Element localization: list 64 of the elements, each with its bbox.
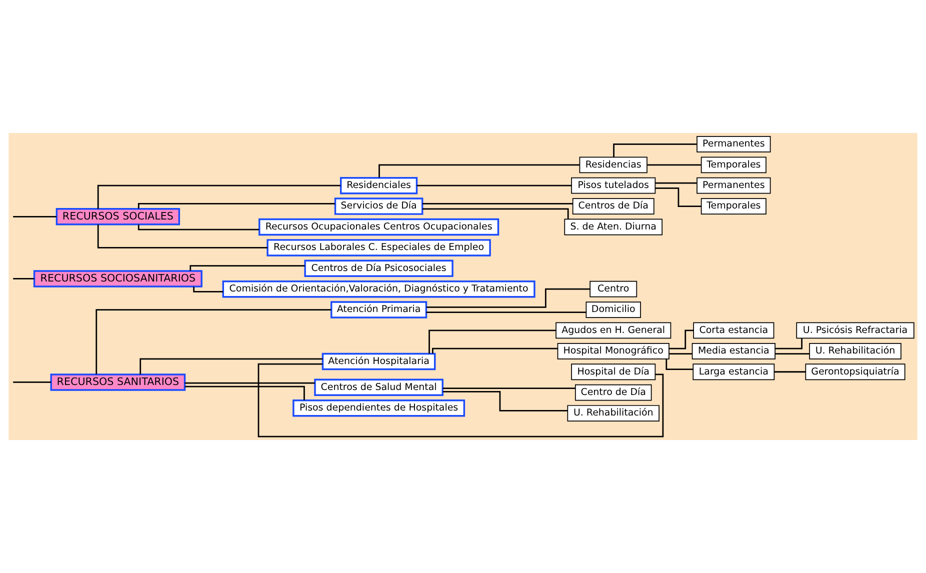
node-box: RECURSOS SANITARIOS xyxy=(50,374,186,391)
connector xyxy=(96,309,332,374)
connector xyxy=(428,330,556,354)
connector xyxy=(655,188,702,207)
node-box: Centros de Día Psicosociales xyxy=(304,260,454,278)
connector xyxy=(442,391,568,412)
connector xyxy=(416,184,572,186)
node-box: Centros de Día xyxy=(572,198,654,214)
node-box: Domicilio xyxy=(586,302,641,318)
connector xyxy=(666,358,693,370)
connector xyxy=(97,224,268,248)
connector xyxy=(184,382,315,384)
node-box: Media estancia xyxy=(692,342,776,360)
connector xyxy=(138,224,260,230)
connector xyxy=(775,353,810,354)
node-box: Permanentes xyxy=(696,136,771,152)
node-box: Larga estancia xyxy=(692,364,775,380)
node-box: Pisos dependientes de Hospitales xyxy=(292,399,466,417)
node-box: U. Rehabilitación xyxy=(809,342,902,360)
connector xyxy=(13,216,57,218)
connector xyxy=(184,386,305,400)
node-box: Servicios de Día xyxy=(334,198,424,215)
connector xyxy=(13,278,34,280)
node-box: Corta estancia xyxy=(693,322,774,339)
connector xyxy=(422,208,569,220)
node-box: Permanentes xyxy=(696,177,771,194)
node-box: Centro de Día xyxy=(574,384,652,401)
node-box: Centros de Salud Mental xyxy=(314,378,444,396)
connector xyxy=(669,330,694,350)
connector xyxy=(442,388,576,389)
node-box: U. Rehabilitación xyxy=(567,405,660,422)
node-box: Residenciales xyxy=(340,176,418,194)
connector xyxy=(193,286,224,292)
node-box: Recursos Laborales C. Especiales de Empleo xyxy=(266,239,491,256)
connector xyxy=(774,371,806,373)
connector xyxy=(775,338,802,350)
node-box: Centro xyxy=(590,280,638,298)
node-box: RECURSOS SOCIOSANITARIOS xyxy=(33,270,202,288)
node-box: Atención Hospitalaria xyxy=(322,352,436,370)
connector xyxy=(647,164,701,166)
node-box: S. de Aten. Diurna xyxy=(564,218,663,236)
connector xyxy=(97,184,341,209)
connector xyxy=(426,288,590,308)
connector xyxy=(138,203,336,209)
node-box: Pisos tutelados xyxy=(571,177,656,194)
connector xyxy=(190,265,305,271)
node-box: Temporales xyxy=(700,198,766,214)
node-box: Agudos en H. General xyxy=(556,322,672,339)
node-box: Hospital de Día xyxy=(571,364,656,380)
connector xyxy=(655,182,697,184)
node-box: U. Psicósis Refractaria xyxy=(796,322,914,339)
connector xyxy=(669,353,692,354)
node-box: Comisión de Orientación,Valoración, Diagnóstico y Tratamiento xyxy=(222,280,536,298)
node-box: Atención Primaria xyxy=(330,301,428,318)
node-box: Residencias xyxy=(579,156,648,174)
connector xyxy=(13,382,52,383)
connector xyxy=(432,348,558,354)
connector xyxy=(426,312,586,314)
node-box: Gerontopsiquiatría xyxy=(805,364,906,380)
connector xyxy=(422,203,573,204)
node-box: Hospital Monográfico xyxy=(557,342,670,360)
node-box: RECURSOS SOCIALES xyxy=(56,208,180,226)
node-box: Temporales xyxy=(700,156,766,174)
node-box: Recursos Ocupacionales Centros Ocupacionales xyxy=(258,218,500,236)
